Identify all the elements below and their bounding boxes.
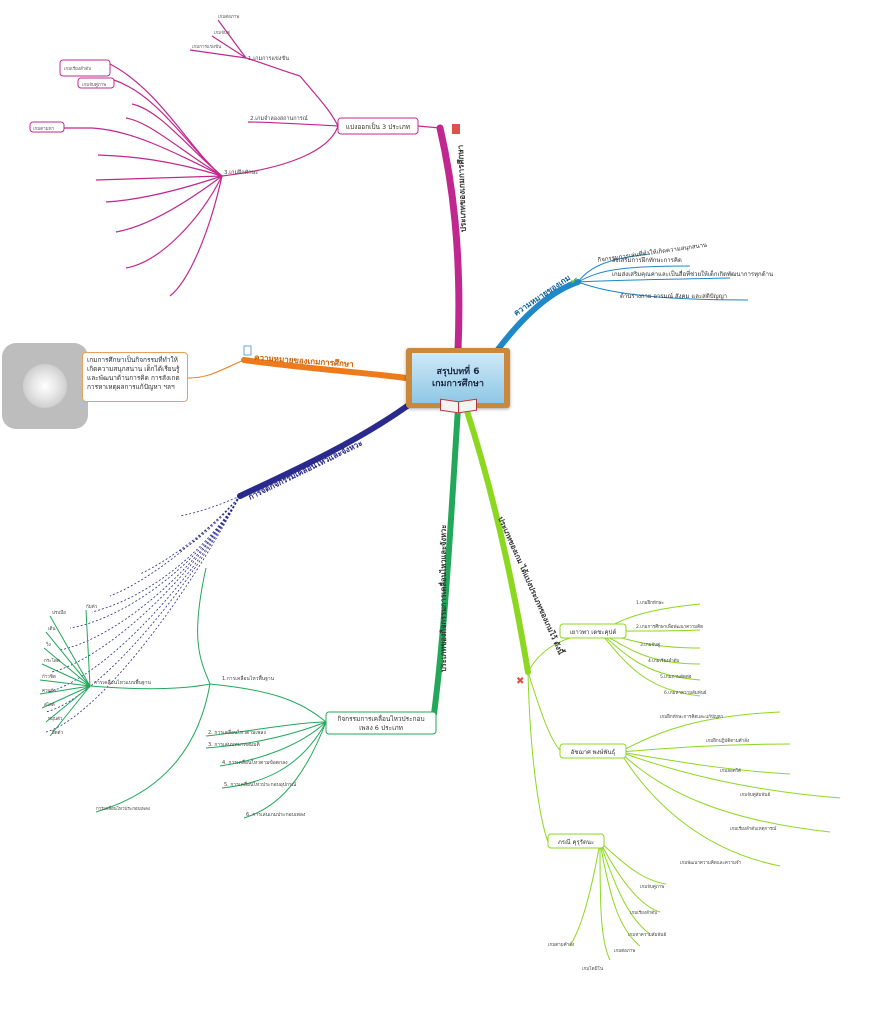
meaning-note[interactable]: เกมการศึกษาเป็นกิจกรรมที่ทำให้เกิดความสน…: [82, 352, 188, 402]
six-sub-label-2: เพลง 6 ประเภท: [359, 724, 403, 732]
thinker-1-item-5: 5.เกมภาพตัดต่อ: [660, 674, 692, 680]
types-branch-label: ประเภทของเกมการศึกษา: [456, 145, 468, 233]
thinkers-branch-label: ประเภทของเกม ได้แบ่งประเภทของเกมไว้ ดังน…: [496, 514, 567, 656]
thinkers-branch-line: [463, 405, 531, 675]
thinker-2-item-1: เกมฝึกทักษะการคิดและแก้ปัญหา: [660, 714, 724, 720]
six-basic-label: การเคลื่อนไหวแบบพื้นฐาน: [94, 677, 152, 686]
close-icon: ✖: [516, 676, 524, 687]
thinker-2-item-4: เกมจับคู่สัมพันธ์: [740, 791, 770, 798]
thinker-1-item-2: 2.เกมการศึกษาเพื่อพัฒนาความคิด: [636, 623, 703, 630]
six-item-1: 1.การเคลื่อนไหวพื้นฐาน: [222, 673, 275, 682]
six-basic-item-10: ก้มตัว: [86, 604, 98, 610]
thinker-2-item-6: เกมพัฒนาความคิดและความจำ: [680, 859, 742, 866]
six-basic-item-9: ยืดตัว: [52, 729, 64, 736]
types-item-3: 3.เกมฝึกทักษะ: [224, 169, 258, 176]
purpose-subtree: [577, 253, 749, 301]
central-title-line-1: สรุปบทที่ 6: [436, 367, 480, 377]
thinker-1-item-4: 4.เกมเรียงลำดับ: [648, 657, 680, 664]
six-basic-item-8: หมุนตัว: [48, 716, 63, 722]
thinker-1-item-3: 3.เกมจับคู่: [640, 642, 660, 648]
thinker-3-item-1: เกมจับคู่ภาพ: [640, 884, 664, 890]
thinker-name-3: ภรณี คุรุรัตนะ: [558, 838, 594, 846]
six-basic-item-4: กระโดด: [44, 657, 60, 664]
thinker-node-1[interactable]: [559, 623, 627, 639]
types-leaf-top-3: เกมการแข่งขัน: [192, 44, 221, 50]
meaning-connector: [187, 359, 245, 379]
six-basic-item-3: วิ่ง: [46, 641, 51, 648]
thinker-3-item-2: เกมเรียงลำดับ: [630, 909, 657, 916]
types-sub-label: แบ่งออกเป็น 3 ประเภท: [346, 122, 410, 131]
types-leaf-top-1: เกมต่อภาพ: [218, 14, 239, 20]
central-board: สรุปบทที่ 6 เกมการศึกษา: [412, 353, 504, 403]
six-branch-line: [431, 405, 461, 717]
six-item-2: 2. การเคลื่อนไหวตามเพลง: [208, 729, 266, 736]
thinker-1-item-1: 1.เกมฝึกทักษะ: [636, 600, 664, 606]
meaning-branch-line: [241, 357, 409, 381]
six-sub-label-1: กิจกรรมการเคลื่อนไหวประกอบ: [337, 714, 424, 723]
thinker-3-item-4: เกมต่อภาพ: [614, 948, 635, 954]
six-item-5: 5. การเคลื่อนไหวประกอบอุปกรณ์: [224, 781, 297, 788]
six-basic-item-5: ก้าวชิด: [42, 674, 56, 680]
activity-branch-line: [237, 401, 413, 499]
types-leaf-box-2[interactable]: [77, 77, 115, 89]
purpose-branch-line: [493, 279, 581, 355]
thinker-3-item-3: เกมหาความสัมพันธ์: [628, 931, 667, 938]
purpose-branch-label: ความหมายของเกม: [512, 273, 572, 318]
document-icon: [243, 345, 252, 356]
activity-branch-label: การจัดกิจกรรมเคลื่อนไหวและจังหวะ: [246, 437, 364, 502]
six-subtree: [39, 567, 327, 819]
purpose-item-4: ด้านร่างกาย อารมณ์ สังคม และสติปัญญา: [620, 292, 727, 300]
six-basic-item-7: สไลด์: [44, 701, 55, 708]
central-topic[interactable]: สรุปบทที่ 6 เกมการศึกษา: [406, 348, 510, 408]
six-bottom-note: การเคลื่อนไหวประกอบเพลง: [96, 805, 150, 812]
thinker-name-1: เยาวพา เดชะคุปต์: [570, 628, 617, 636]
purpose-item-2: ส่งเสริมการฝึกทักษะการคิด: [612, 257, 682, 264]
thinker-2-item-3: เกมลอตโต้: [720, 767, 741, 774]
six-item-4: 4. การเคลื่อนไหวตามข้อตกลง: [222, 759, 288, 766]
types-leaf-box-1[interactable]: [59, 59, 111, 77]
types-branch-line: [436, 124, 463, 354]
six-branch-label: ประเภทของกิจกรรมการเคลื่อนไหวและจังหวะ: [437, 525, 448, 672]
purpose-item-3: เกมส่งเสริมคุณค่าและเป็นสื่อที่ช่วยให้เด…: [612, 269, 773, 278]
six-item-6: 6. การเล่นเกมประกอบเพลง: [246, 812, 306, 818]
thinker-2-item-5: เกมเรียงลำดับเหตุการณ์: [730, 825, 776, 832]
activity-subtree: [45, 495, 241, 733]
types-item-2: 2.เกมจำลองสถานการณ์: [250, 115, 308, 122]
central-title-line-2: เกมการศึกษา: [432, 379, 484, 389]
thinker-node-2[interactable]: [559, 743, 627, 759]
bubble-ring: [23, 364, 67, 408]
thinker-name-2: อัชฌาศ พงษ์พันธุ์: [571, 748, 616, 756]
types-leaf-left-1: เกมเรียงลำดับ: [64, 65, 91, 72]
decorative-bubble: [2, 343, 88, 429]
types-item-1: 1.เกมการแข่งขัน: [248, 55, 289, 62]
six-basic-item-6: ควบม้า: [42, 688, 56, 694]
thinker-2-item-2: เกมฝึกปฏิบัติตามคำสั่ง: [706, 737, 749, 744]
thinkers-subtree: [527, 603, 841, 961]
book-icon: [452, 124, 460, 134]
types-leaf-box-3[interactable]: [29, 121, 65, 133]
check-icon: ✔: [570, 276, 578, 287]
types-leaf-left-3: เกมตามหา: [33, 127, 55, 132]
types-leaf-left-2: เกมจับคู่ภาพ: [82, 82, 106, 88]
six-basic-item-2: เดิน: [48, 626, 56, 632]
open-book-icon: [440, 398, 477, 414]
thinker-3-item-5: เกมโดมิโน: [582, 965, 603, 972]
types-sub-node[interactable]: [337, 117, 419, 135]
thinker-1-item-6: 6.เกมหาความสัมพันธ์: [664, 689, 707, 696]
six-sub-node[interactable]: [325, 711, 437, 735]
types-leaf-top-2: เกมจับคู่: [214, 30, 230, 36]
thinker-3-item-6: เกมตามคำสั่ง: [548, 941, 574, 948]
thinker-node-3[interactable]: [547, 833, 605, 849]
six-item-3: 3. การเล่นบทบาทสมมติ: [208, 741, 260, 748]
six-basic-item-1: ปรบมือ: [52, 609, 66, 616]
